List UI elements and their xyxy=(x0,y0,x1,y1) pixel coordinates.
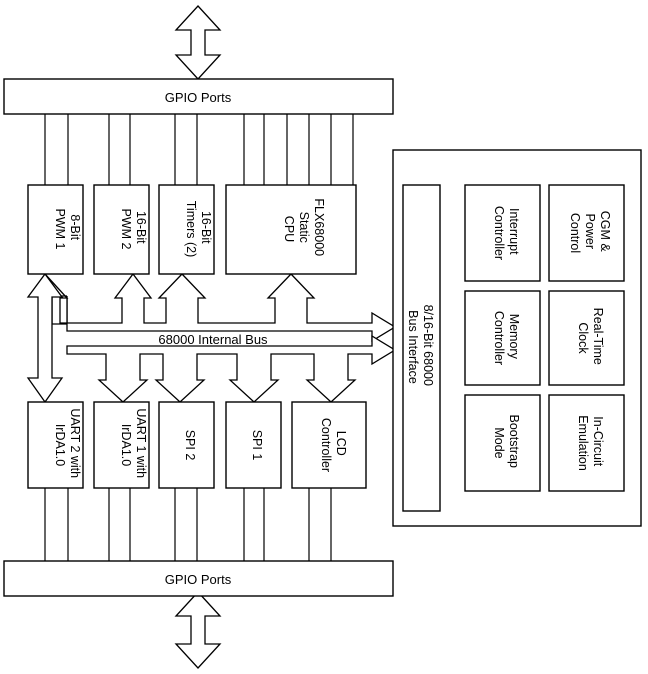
svg-text:UART 2 with IrDA1.0: UART 2 with IrDA1.0 xyxy=(53,408,82,481)
pwm2-block: 16-Bit PWM 2 xyxy=(93,184,150,275)
interrupt-controller-block: Interrupt Controller xyxy=(464,184,541,282)
svg-text:FLX68000 Static CP: FLX68000 Static CPU xyxy=(282,198,326,259)
svg-text:8-Bit PWM 1: 8-Bit PWM 1 xyxy=(53,209,82,250)
bottom-gpio-ports: GPIO Ports xyxy=(3,560,394,597)
in-circuit-emulation-block: In-Circuit Emulation xyxy=(548,394,625,492)
svg-text:8/16-Bit 68000 Bus Int: 8/16-Bit 68000 Bus Interface xyxy=(406,305,435,390)
svg-text:LCD Controller: LCD Controller xyxy=(319,418,348,472)
upper-internal-bus xyxy=(44,272,397,343)
cpu-block: FLX68000 Static CPU xyxy=(225,184,357,275)
bottom-gpio-lines xyxy=(44,488,332,561)
svg-text:Interrupt Controller: Interrupt Controller xyxy=(492,206,521,260)
bottom-io-arrow xyxy=(174,591,222,669)
lower-internal-bus xyxy=(66,334,397,403)
svg-text:16-Bit Timers (2): 16-Bit Timers (2) xyxy=(184,201,213,257)
svg-text:CGM & Power Co: CGM & Power Control xyxy=(568,211,612,255)
svg-text:Bootstrap Mode: Bootstrap Mode xyxy=(492,415,521,472)
lcd-block: LCD Controller xyxy=(291,401,367,489)
pwm1-bus-arrow xyxy=(26,272,64,404)
bus-interface-block: 8/16-Bit 68000 Bus Interface xyxy=(402,184,441,512)
top-io-arrow xyxy=(174,5,222,80)
svg-text:16-Bit PWM 2: 16-Bit PWM 2 xyxy=(119,209,148,250)
memory-controller-block: Memory Controller xyxy=(464,290,541,386)
svg-text:Memory Controller: Memory Controller xyxy=(492,311,521,365)
internal-bus-label: 68000 Internal Bus xyxy=(158,332,268,347)
top-gpio-ports: GPIO Ports xyxy=(3,78,394,115)
svg-text:Real-Time Clock: Real-Time Clock xyxy=(576,308,605,369)
svg-text:SPI 1: SPI 1 xyxy=(250,430,264,461)
bottom-gpio-label: GPIO Ports xyxy=(165,572,232,587)
spi1-block: SPI 1 xyxy=(225,401,282,489)
cgm-power-block: CGM & Power Control xyxy=(548,184,625,282)
svg-text:UART 1 with IrDA1.0: UART 1 with IrDA1.0 xyxy=(119,408,148,481)
svg-text:In-Circuit Emulation: In-Circuit Emulation xyxy=(576,415,605,471)
top-gpio-label: GPIO Ports xyxy=(165,90,232,105)
spi2-block: SPI 2 xyxy=(158,401,215,489)
pwm1-block: 8-Bit PWM 1 xyxy=(27,184,84,275)
timers-block: 16-Bit Timers (2) xyxy=(158,184,215,275)
system-block: 8/16-Bit 68000 Bus Interface Interrupt C… xyxy=(392,149,642,527)
top-gpio-lines xyxy=(44,114,354,185)
uart1-block: UART 1 with IrDA1.0 xyxy=(93,401,150,489)
uart2-block: UART 2 with IrDA1.0 xyxy=(27,401,84,489)
bootstrap-mode-block: Bootstrap Mode xyxy=(464,394,541,492)
svg-text:SPI 2: SPI 2 xyxy=(183,430,197,461)
rtc-block: Real-Time Clock xyxy=(548,290,625,386)
